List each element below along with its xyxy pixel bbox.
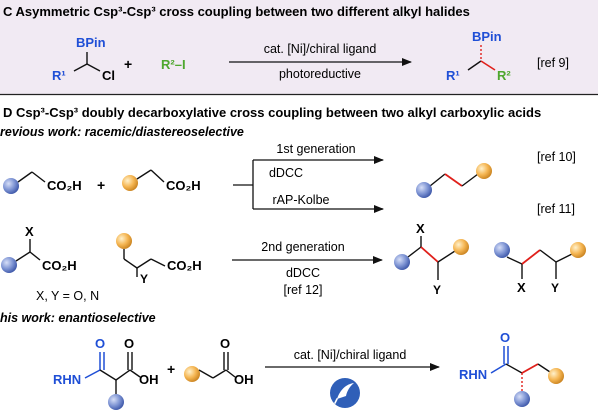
product-bpin-label: BPin bbox=[472, 29, 502, 44]
dDCC-label-2: dDCC bbox=[286, 266, 320, 280]
product-2a-x: X bbox=[416, 221, 425, 236]
acid-blue: CO₂H bbox=[3, 171, 82, 194]
malonamic-acid: RHN O O OH bbox=[53, 336, 159, 410]
reagent-cl-label: Cl bbox=[102, 68, 115, 83]
reagent-r1-label: R¹ bbox=[52, 68, 66, 83]
acid-orange-co2h: CO₂H bbox=[166, 178, 201, 193]
product-rhn-label: RHN bbox=[459, 367, 487, 382]
reagent-oh-1: OH bbox=[139, 372, 159, 387]
panel-c-title: C Asymmetric Csp³-Csp³ cross coupling be… bbox=[3, 4, 470, 19]
carboxylic-acid-orange: O OH bbox=[184, 336, 254, 387]
ref-12: [ref 12] bbox=[284, 283, 323, 297]
product-this-work: RHN O bbox=[459, 330, 564, 407]
plus-sign: + bbox=[124, 56, 132, 72]
ref-9: [ref 9] bbox=[537, 56, 569, 70]
dDCC-label-1: dDCC bbox=[269, 166, 303, 180]
reagent-alkyl-iodide: R²–I bbox=[161, 57, 186, 72]
reagent-amide-o: O bbox=[95, 336, 105, 351]
plus-sign-d3: + bbox=[167, 361, 175, 377]
reagent-boronate: BPin R¹ Cl bbox=[52, 35, 115, 83]
acid-blue-co2h: CO₂H bbox=[47, 178, 82, 193]
reagent-acid-o: O bbox=[124, 336, 134, 351]
this-work-label: his work: enantioselective bbox=[0, 311, 156, 325]
acid-y-co2h: CO₂H bbox=[167, 258, 202, 273]
light-icon bbox=[330, 378, 360, 408]
acid-y-substituted: Y CO₂H bbox=[116, 233, 202, 286]
acid-y-label: Y bbox=[140, 272, 148, 286]
product-2a-y: Y bbox=[433, 283, 441, 297]
product-r1-label: R¹ bbox=[446, 68, 460, 83]
product-2b-y: Y bbox=[551, 281, 559, 295]
panel-d-title: D Csp³-Csp³ doubly decarboxylative cross… bbox=[3, 105, 541, 120]
reagent-oh-2: OH bbox=[234, 372, 254, 387]
acid-x-substituted: X CO₂H bbox=[1, 224, 77, 273]
product-r2-label: R² bbox=[497, 68, 511, 83]
product-boronate: BPin R¹ R² bbox=[446, 29, 511, 83]
second-generation-label: 2nd generation bbox=[261, 240, 344, 254]
acid-o-label: O bbox=[220, 336, 230, 351]
conditions-catalyst: cat. [Ni]/chiral ligand bbox=[264, 42, 377, 56]
ref-11: [ref 11] bbox=[537, 202, 575, 216]
rAP-Kolbe-label: rAP-Kolbe bbox=[273, 193, 330, 207]
reagent-rhn-label: RHN bbox=[53, 372, 81, 387]
plus-sign-d1: + bbox=[97, 177, 105, 193]
product-coupled-1 bbox=[416, 163, 492, 198]
product-xy-adjacent: X Y bbox=[394, 221, 469, 297]
first-generation-label: 1st generation bbox=[276, 142, 355, 156]
acid-x-co2h: CO₂H bbox=[42, 258, 77, 273]
conditions-photoreductive: photoreductive bbox=[279, 67, 361, 81]
product-amide-o: O bbox=[500, 330, 510, 345]
reagent-bpin-label: BPin bbox=[76, 35, 106, 50]
xy-definition: X, Y = O, N bbox=[36, 289, 99, 303]
ref-10: [ref 10] bbox=[537, 150, 576, 164]
acid-x-label: X bbox=[25, 224, 34, 239]
this-work-conditions: cat. [Ni]/chiral ligand bbox=[294, 348, 407, 362]
acid-orange: CO₂H bbox=[122, 169, 201, 193]
product-2b-x: X bbox=[517, 280, 526, 295]
panel-c-background bbox=[0, 0, 598, 94]
previous-work-label: revious work: racemic/diastereoselective bbox=[0, 125, 244, 139]
product-xy-remote: X Y bbox=[494, 242, 586, 295]
